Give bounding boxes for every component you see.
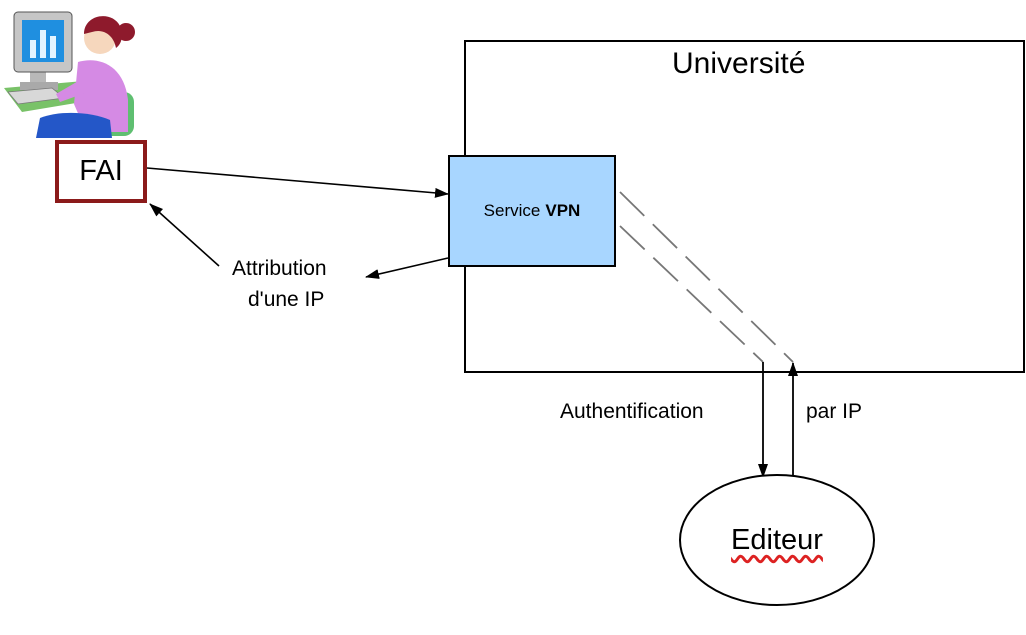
arrow-fai-to-vpn [146,167,449,198]
vpn-label-prefix: Service [483,201,541,220]
university-title: Université [672,47,806,80]
vpn-label-bold: VPN [545,201,581,220]
attribution-label-line2: d'une IP [248,288,325,311]
attribution-label-line1: Attribution [232,257,327,280]
arrow-vpn-to-attribution [365,257,449,279]
by-ip-label: par IP [806,400,863,423]
editeur-label: Editeur [731,523,823,556]
fai-box: FAI [55,140,147,203]
user-at-computer-icon [4,11,135,138]
tunnel-dash-outer [619,191,794,363]
tunnel-dash-inner [619,225,764,363]
arrow-attribution-to-fai [149,203,220,267]
editeur-label-wrap: Editeur [678,474,876,606]
editeur-ellipse [679,474,875,606]
fai-label: FAI [79,155,123,187]
authentication-label: Authentification [560,400,704,423]
